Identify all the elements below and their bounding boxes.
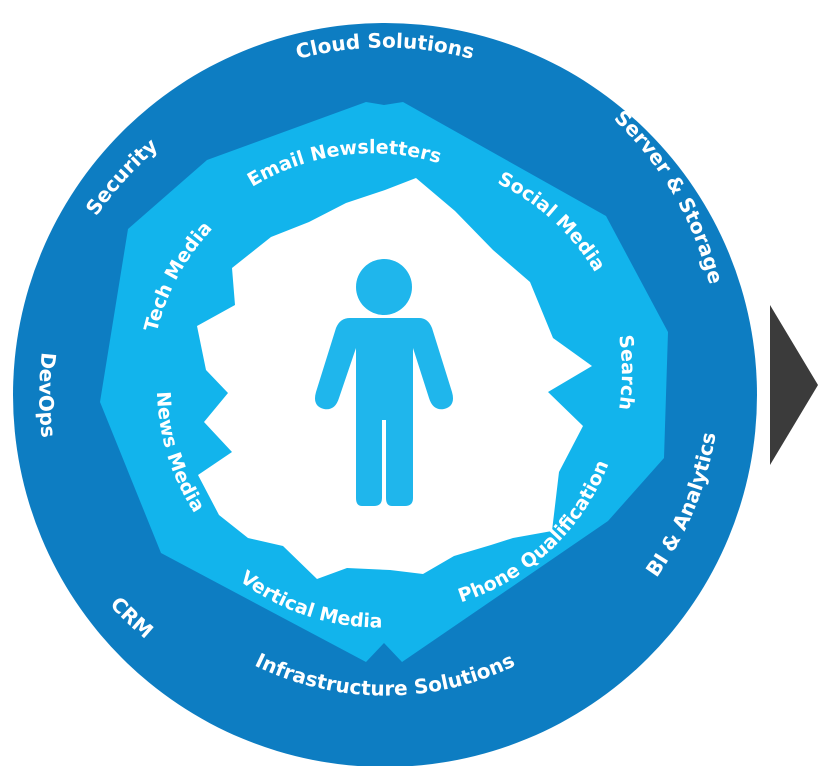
- label-devops: DevOps: [34, 351, 61, 438]
- person-icon: [315, 259, 453, 506]
- arrow-right-icon: [770, 305, 818, 465]
- label-search: Search: [614, 334, 639, 412]
